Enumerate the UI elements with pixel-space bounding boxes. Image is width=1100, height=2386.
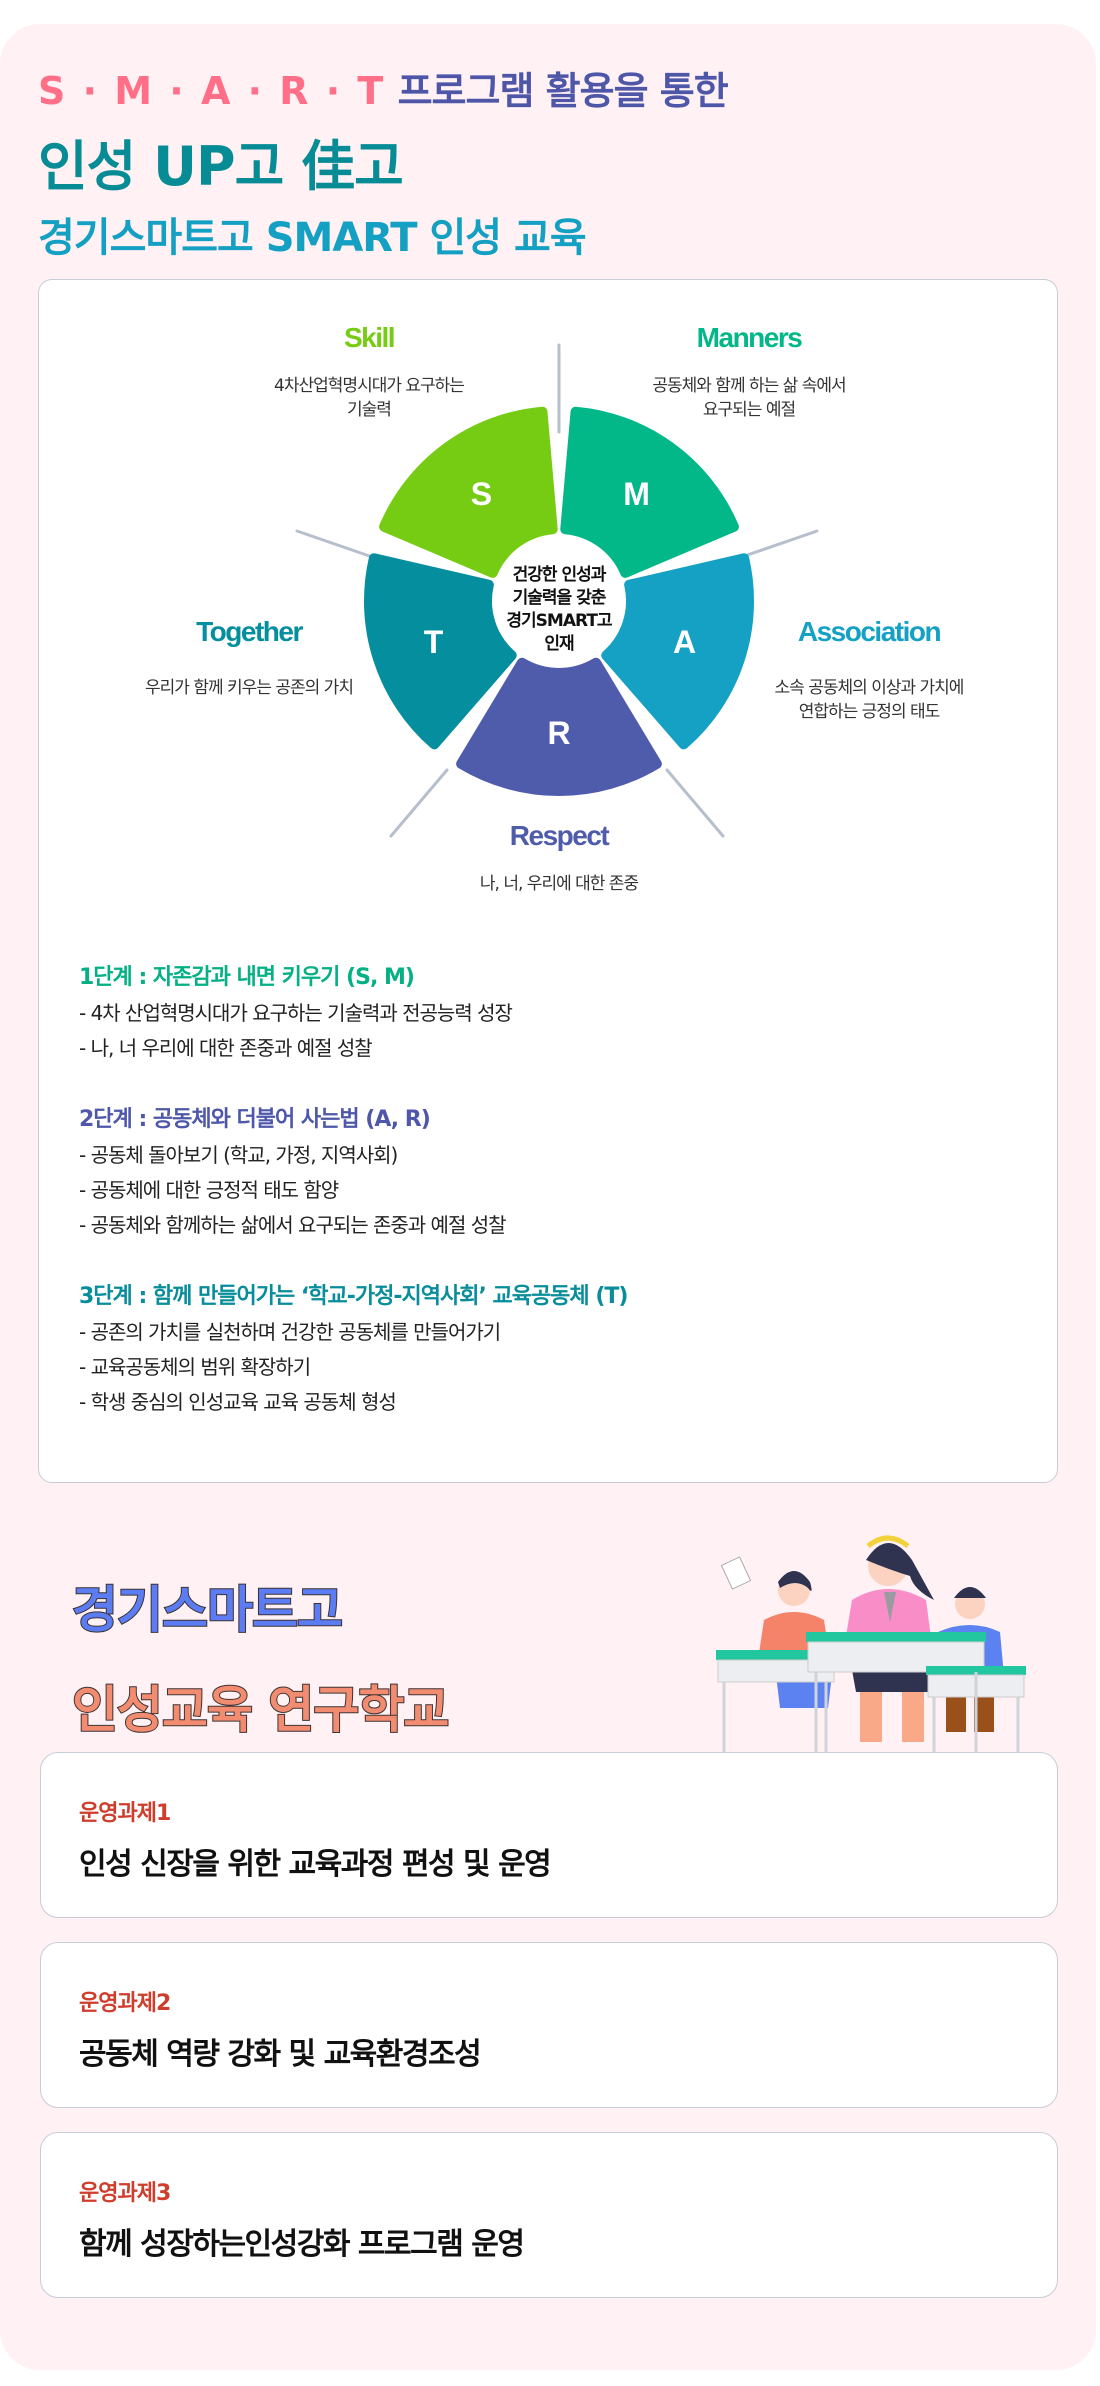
stage-item: - 공동체와 함께하는 삶에서 요구되는 존중과 예절 성찰 [79,1213,507,1237]
students-at-desks-illustration [716,1535,1026,1752]
stages-list: 1단계 : 자존감과 내면 키우기 (S, M) - 4차 산업혁명시대가 요구… [79,960,1019,1456]
pentagon-ring-graphic: S M A R T [295,343,819,838]
segment-letter: T [424,624,444,660]
stage-1: 1단계 : 자존감과 내면 키우기 (S, M) - 4차 산업혁명시대가 요구… [79,960,1019,1066]
skill-title: Skill [343,322,396,353]
diagram-center-text: 건강한 인성과 기술력을 갖춘 경기SMART고 인재 [506,565,612,654]
respect-desc: 나, 너, 우리에 대한 존중 [479,874,639,894]
segment-letter: A [673,624,696,660]
headline-sub: 경기스마트고 SMART 인성 교육 [38,215,587,261]
task-label: 운영과제1 [79,1801,171,1826]
together-desc: 우리가 함께 키우는 공존의 가치 [145,678,354,698]
stage-item: - 공동체에 대한 긍정적 태도 함양 [79,1178,339,1202]
task-card-1: 운영과제1 인성 신장을 위한 교육과정 편성 및 운영 [40,1752,1058,1918]
stage-3: 3단계 : 함께 만들어가는 ‘학교-가정-지역사회’ 교육공동체 (T) - … [79,1279,1019,1420]
stage-item: - 학생 중심의 인성교육 교육 공동체 형성 [79,1390,397,1414]
stage-item: - 4차 산업혁명시대가 요구하는 기술력과 전공능력 성장 [79,1001,513,1025]
segment-letter: S [471,476,492,512]
stage-item: - 공동체 돌아보기 (학교, 가정, 지역사회) [79,1143,398,1167]
stage-item: - 나, 너 우리에 대한 존중과 예절 성찰 [79,1036,373,1060]
headline-main: 인성 UP고 佳고 [38,135,404,198]
stage-2: 2단계 : 공동체와 더불어 사는법 (A, R) - 공동체 돌아보기 (학교… [79,1102,1019,1243]
task-label: 운영과제2 [79,1991,171,2016]
task-title: 공동체 역량 강화 및 교육환경조성 [79,2037,482,2072]
segment-m [560,406,739,578]
manners-title: Manners [696,322,803,353]
task-title: 인성 신장을 위한 교육과정 편성 및 운영 [79,1847,552,1882]
respect-title: Respect [509,820,610,851]
segment-s [379,406,558,578]
task-card-2: 운영과제2 공동체 역량 강화 및 교육환경조성 [40,1942,1058,2108]
stage-3-title: 3단계 : 함께 만들어가는 ‘학교-가정-지역사회’ 교육공동체 (T) [79,1284,628,1309]
headline-program-text: 프로그램 활용을 통한 [397,69,729,113]
research-school-title: 인성교육 연구학교 [71,1680,450,1740]
together-title: Together [196,616,303,647]
stage-2-title: 2단계 : 공동체와 더불어 사는법 (A, R) [79,1107,431,1132]
segment-r [456,657,662,796]
association-title: Association [797,616,942,647]
segment-letter: R [547,715,570,751]
stage-item: - 교육공동체의 범위 확장하기 [79,1355,311,1379]
task-title: 함께 성장하는인성강화 프로그램 운영 [79,2227,525,2262]
segment-letter: M [623,476,650,512]
research-school-name: 경기스마트고 [71,1580,344,1640]
headline-program: S · M · A · R · T 프로그램 활용을 통한 [38,60,729,115]
segment-t [364,553,517,750]
smart-acronym: S · M · A · R · T [38,69,386,113]
stage-1-title: 1단계 : 자존감과 내면 키우기 (S, M) [79,965,415,990]
task-card-3: 운영과제3 함께 성장하는인성강화 프로그램 운영 [40,2132,1058,2298]
task-label: 운영과제3 [79,2181,171,2206]
stage-item: - 공존의 가치를 실천하며 건강한 공동체를 만들어가기 [79,1320,501,1344]
segment-a [601,553,754,750]
